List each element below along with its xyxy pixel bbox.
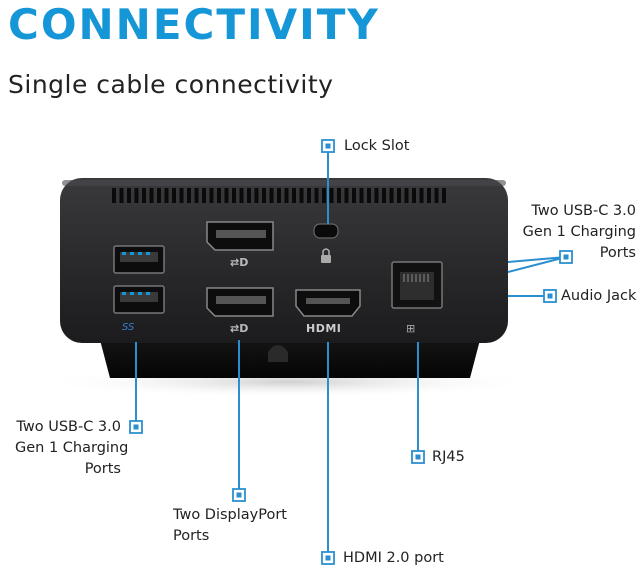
vent-slot bbox=[217, 188, 221, 203]
vent-slot bbox=[404, 188, 409, 203]
lock-slot bbox=[313, 223, 339, 239]
dock-top-edge bbox=[62, 180, 506, 186]
callout-usbc-right-2: Gen 1 Charging bbox=[522, 224, 636, 240]
vent-slot bbox=[427, 188, 431, 203]
vent-slot bbox=[367, 188, 371, 203]
callout-marker-audio bbox=[543, 289, 557, 303]
vent-slot bbox=[262, 188, 266, 203]
vent-slot bbox=[397, 188, 401, 203]
section-heading: CONNECTIVITY bbox=[8, 0, 380, 49]
vent-slot bbox=[337, 188, 341, 203]
vent-slot bbox=[112, 188, 116, 203]
vent-slot bbox=[194, 188, 199, 203]
vent-slot bbox=[127, 188, 131, 203]
callout-marker-displayport bbox=[232, 488, 246, 502]
callout-marker-hdmi bbox=[321, 551, 335, 565]
vent-slot bbox=[277, 188, 281, 203]
vent-slot bbox=[307, 188, 311, 203]
vent-slot bbox=[359, 188, 364, 203]
vent-slot bbox=[419, 188, 424, 203]
dock-base bbox=[100, 340, 480, 378]
usb-a-port-bottom bbox=[113, 285, 165, 314]
callout-audio-jack: Audio Jack bbox=[561, 288, 637, 304]
section-subheading: Single cable connectivity bbox=[8, 70, 334, 99]
callout-usbc-left-3: Ports bbox=[84, 461, 121, 477]
vent-slot bbox=[352, 188, 356, 203]
callout-usbc-left-2: Gen 1 Charging bbox=[15, 440, 129, 456]
vent-slot bbox=[269, 188, 274, 203]
vent-slot bbox=[382, 188, 386, 203]
callout-lock-slot: Lock Slot bbox=[344, 138, 410, 154]
vent-slot bbox=[374, 188, 379, 203]
callout-marker-rj45 bbox=[411, 450, 425, 464]
hdmi-logo: HDMI bbox=[306, 322, 341, 335]
vent-slot bbox=[202, 188, 206, 203]
hdmi-port bbox=[295, 289, 361, 317]
vent-slot bbox=[412, 188, 416, 203]
vent-slot bbox=[299, 188, 304, 203]
vent-slot bbox=[187, 188, 191, 203]
network-icon: ⊞ bbox=[406, 322, 415, 335]
vent-slot bbox=[142, 188, 146, 203]
vent-slot bbox=[209, 188, 214, 203]
displayport-bottom bbox=[206, 287, 274, 317]
lock-icon bbox=[321, 248, 331, 263]
vent-slot bbox=[322, 188, 326, 203]
vent-slot bbox=[389, 188, 394, 203]
vent-slot bbox=[149, 188, 154, 203]
cable-notch bbox=[268, 345, 288, 362]
vent-slot bbox=[284, 188, 289, 203]
callout-markers bbox=[129, 139, 573, 565]
callout-marker-lock bbox=[321, 139, 335, 153]
vent-slot bbox=[239, 188, 244, 203]
vent-slot bbox=[329, 188, 334, 203]
displayport-icon-top: ⇄D bbox=[230, 256, 248, 269]
callout-hdmi: HDMI 2.0 port bbox=[343, 550, 444, 566]
vent-slot bbox=[134, 188, 139, 203]
displayport-icon-bottom: ⇄D bbox=[230, 322, 248, 335]
vent-slot bbox=[247, 188, 251, 203]
vent-slot bbox=[344, 188, 349, 203]
vent-slot bbox=[442, 188, 446, 203]
callout-rj45: RJ45 bbox=[432, 449, 465, 465]
vent-grill bbox=[112, 188, 446, 203]
usb-ss-logo: SS bbox=[122, 322, 135, 333]
callout-usbc-left-1: Two USB-C 3.0 bbox=[16, 419, 121, 435]
vent-slot bbox=[314, 188, 319, 203]
callout-displayport-1: Two DisplayPort bbox=[173, 507, 287, 523]
vent-slot bbox=[254, 188, 259, 203]
callout-marker-usbc-left bbox=[129, 420, 143, 434]
vent-slot bbox=[119, 188, 124, 203]
vent-slot bbox=[224, 188, 229, 203]
vent-slot bbox=[434, 188, 439, 203]
callout-usbc-right-3: Ports bbox=[599, 245, 636, 261]
rj45-port bbox=[391, 261, 443, 309]
vent-slot bbox=[179, 188, 184, 203]
vent-slot bbox=[157, 188, 161, 203]
callout-displayport-2: Ports bbox=[173, 528, 210, 544]
vent-slot bbox=[232, 188, 236, 203]
callout-usbc-right-1: Two USB-C 3.0 bbox=[531, 203, 636, 219]
usb-a-port-top bbox=[113, 245, 165, 274]
vent-slot bbox=[292, 188, 296, 203]
displayport-top bbox=[206, 221, 274, 251]
vent-slot bbox=[172, 188, 176, 203]
callout-marker-usbc-right bbox=[559, 250, 573, 264]
vent-slot bbox=[164, 188, 169, 203]
